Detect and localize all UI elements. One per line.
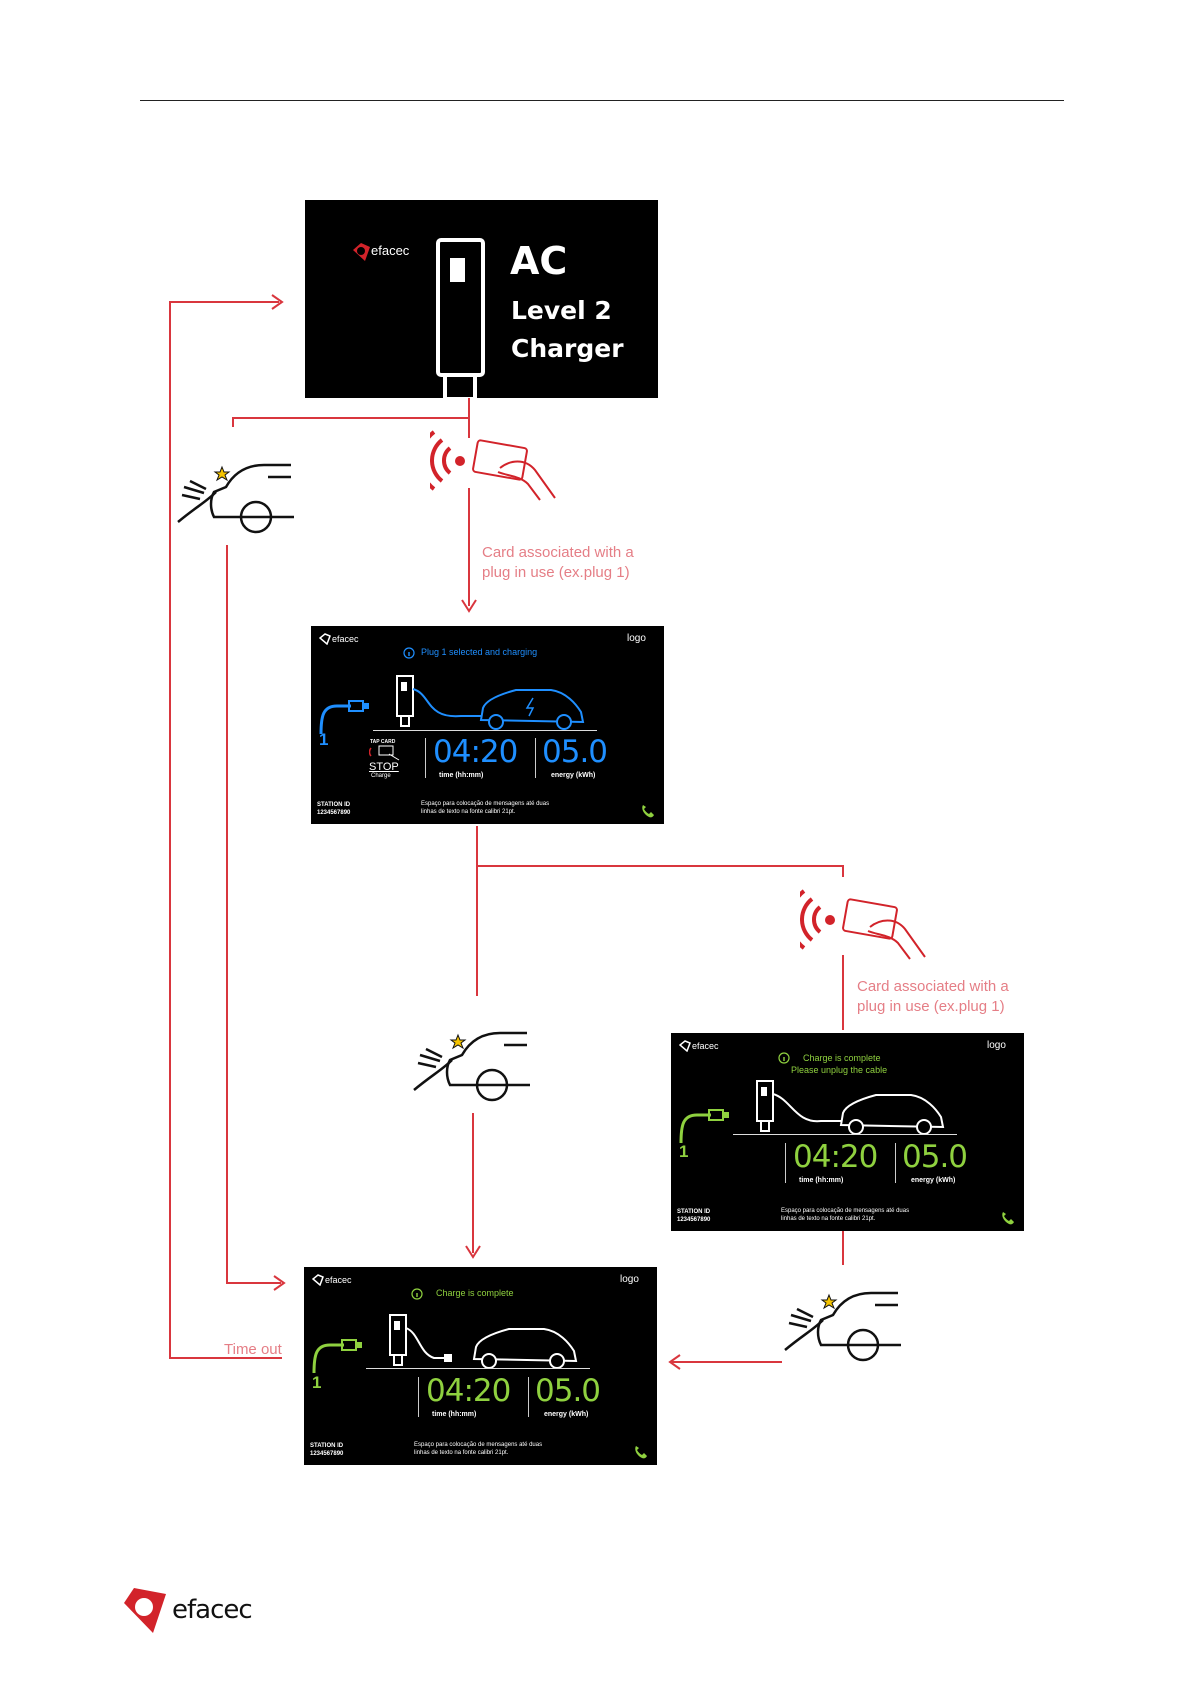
- unplug-time-value: 04:20: [793, 1139, 877, 1175]
- efacec-logo-icon: [679, 1040, 691, 1052]
- unplug-screen: efacec logo Charge is complete Please un…: [671, 1033, 1024, 1231]
- info-icon: [403, 647, 415, 659]
- complete-brand: efacec: [325, 1275, 352, 1285]
- splash-title-line2: Level 2: [511, 296, 612, 326]
- unplug-station-id-value: 1234567890: [677, 1216, 710, 1224]
- charging-message: Plug 1 selected and charging: [421, 647, 537, 657]
- unplug-message-line1: Charge is complete: [803, 1053, 881, 1063]
- splash-screen: efacec AC Level 2 Charger: [305, 200, 658, 398]
- footer-brand-text: efacec: [172, 1595, 252, 1625]
- complete-footer-line2: linhas de texto na fonte calibri 21pt.: [414, 1449, 508, 1457]
- info-icon: [778, 1052, 790, 1064]
- charging-time-value: 04:20: [433, 734, 517, 770]
- unplug-footer-line2: linhas de texto na fonte calibri 21pt.: [781, 1215, 875, 1223]
- unplug-brand: efacec: [692, 1041, 719, 1051]
- splash-brand: efacec: [371, 243, 409, 258]
- complete-message: Charge is complete: [436, 1288, 514, 1298]
- arrowhead-to-splash: [272, 295, 282, 309]
- charging-energy-value: 05.0: [542, 734, 607, 770]
- station-car-connected-icon: [731, 1079, 961, 1137]
- car-plug-icon: [783, 1275, 903, 1365]
- phone-support-icon[interactable]: [632, 1443, 650, 1461]
- complete-time-value: 04:20: [426, 1373, 510, 1409]
- efacec-logo-icon: [350, 241, 372, 263]
- charging-plug-number: 1: [319, 730, 328, 750]
- charging-footer-line1: Espaço para colocação de mensagens até d…: [421, 800, 549, 808]
- charging-station-id-value: 1234567890: [317, 809, 350, 817]
- complete-plug-number: 1: [312, 1373, 321, 1393]
- complete-time-label: time (hh:mm): [432, 1411, 476, 1418]
- charging-logo-placeholder: logo: [627, 633, 646, 644]
- info-icon: [411, 1288, 423, 1300]
- unplug-station-id-label: STATION ID: [677, 1208, 710, 1216]
- ground-line: [733, 1134, 957, 1135]
- charging-footer-line2: linhas de texto na fonte calibri 21pt.: [421, 808, 515, 816]
- edge-label-time-out: Time out: [224, 1340, 282, 1360]
- splash-title-line3: Charger: [511, 334, 624, 364]
- plug-connector-icon: [308, 1315, 364, 1375]
- splash-title-line1: AC: [510, 240, 567, 282]
- complete-screen: efacec logo Charge is complete 1 04:20 t…: [304, 1267, 657, 1465]
- edge-label-card-associated-1-line2: plug in use (ex.plug 1): [482, 563, 630, 583]
- arrowhead-to-charging: [462, 600, 476, 611]
- charging-time-label: time (hh:mm): [439, 772, 483, 779]
- arrowhead-to-complete-left: [274, 1276, 284, 1290]
- charging-energy-label: energy (kWh): [551, 772, 595, 779]
- efacec-logo-icon: [312, 1274, 324, 1286]
- phone-support-icon[interactable]: [999, 1209, 1017, 1227]
- unplug-plug-number: 1: [679, 1142, 688, 1162]
- charger-station-icon: [435, 238, 487, 398]
- unplug-logo-placeholder: logo: [987, 1040, 1006, 1051]
- complete-station-id-value: 1234567890: [310, 1450, 343, 1458]
- arrowhead-to-complete-right: [670, 1355, 680, 1369]
- arrowhead-to-complete-top: [466, 1246, 480, 1257]
- unplug-message-line2: Please unplug the cable: [791, 1065, 887, 1075]
- rfid-card-tap-icon: [800, 887, 940, 967]
- complete-logo-placeholder: logo: [620, 1274, 639, 1285]
- car-plug-icon: [412, 1015, 532, 1105]
- unplug-energy-value: 05.0: [902, 1139, 967, 1175]
- station-car-disconnected-icon: [364, 1313, 594, 1371]
- efacec-logo-icon: [319, 633, 331, 645]
- efacec-logo-icon: [120, 1585, 172, 1637]
- edge-label-card-associated-2-line2: plug in use (ex.plug 1): [857, 997, 1005, 1017]
- car-plug-icon: [176, 447, 296, 537]
- charging-station-id-label: STATION ID: [317, 801, 350, 809]
- rfid-card-tap-icon: [430, 428, 570, 508]
- station-car-connected-icon: [371, 674, 601, 732]
- charging-brand: efacec: [332, 634, 359, 644]
- unplug-energy-label: energy (kWh): [911, 1177, 955, 1184]
- complete-energy-label: energy (kWh): [544, 1411, 588, 1418]
- complete-footer-line1: Espaço para colocação de mensagens até d…: [414, 1441, 542, 1449]
- footer-brand-logo: efacec: [120, 1585, 280, 1640]
- stop-charge-button[interactable]: STOP: [369, 762, 399, 773]
- ground-line: [366, 1368, 590, 1369]
- unplug-time-label: time (hh:mm): [799, 1177, 843, 1184]
- edge-label-card-associated-1-line1: Card associated with a: [482, 543, 634, 563]
- plug-connector-icon: [315, 676, 371, 736]
- complete-station-id-label: STATION ID: [310, 1442, 343, 1450]
- plug-connector-icon: [675, 1085, 731, 1145]
- edge-label-card-associated-2-line1: Card associated with a: [857, 977, 1009, 997]
- phone-support-icon[interactable]: [639, 802, 657, 820]
- ground-line: [373, 730, 597, 731]
- tap-card-hand-icon: [369, 744, 403, 762]
- stop-charge-sublabel: Charge: [371, 773, 391, 779]
- charging-screen: efacec logo Plug 1 selected and charging…: [311, 626, 664, 824]
- unplug-footer-line1: Espaço para colocação de mensagens até d…: [781, 1207, 909, 1215]
- complete-energy-value: 05.0: [535, 1373, 600, 1409]
